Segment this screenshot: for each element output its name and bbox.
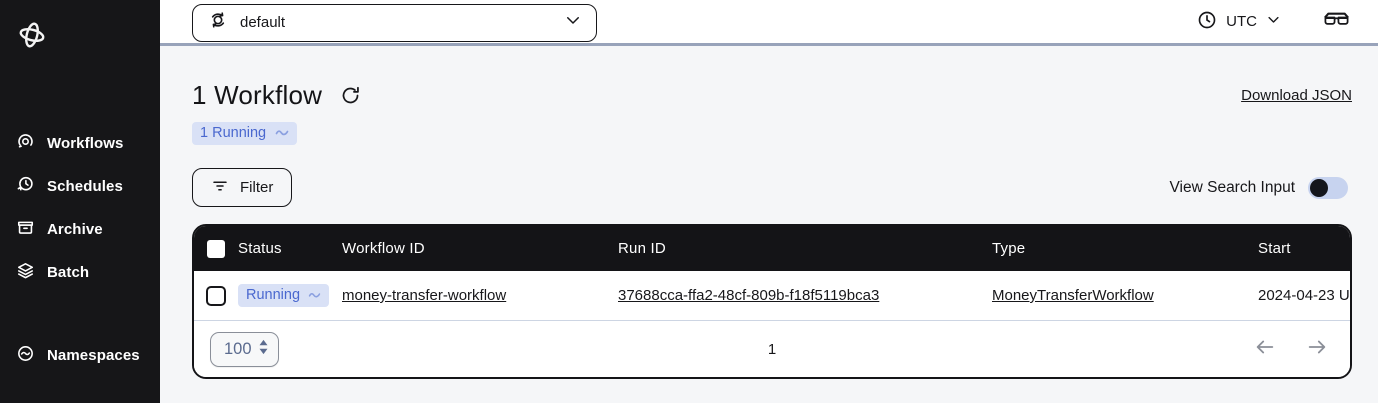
namespace-select-value: default <box>240 14 286 31</box>
sidebar-item-label: Workflows <box>47 135 124 152</box>
namespace-select[interactable]: default <box>192 3 597 42</box>
clock-icon <box>1197 10 1217 34</box>
filter-icon <box>211 177 229 199</box>
timezone-picker[interactable]: UTC <box>1197 10 1281 34</box>
sidebar-item-label: Schedules <box>47 178 123 195</box>
chevron-down-icon <box>1266 12 1281 31</box>
filter-button-label: Filter <box>240 179 274 196</box>
column-header-status: Status <box>238 240 282 257</box>
run-id-link[interactable]: 37688cca-ffa2-48cf-809b-f18f5119bca3 <box>618 287 880 304</box>
spinner-arrows-icon <box>258 339 269 360</box>
table-row: Running money-transfer-workflow 3768 <box>194 271 1350 321</box>
page-title: 1 Workflow <box>192 80 323 110</box>
chevron-down-icon <box>564 11 582 34</box>
running-count-badge[interactable]: 1 Running <box>192 122 298 145</box>
labs-mode-button[interactable] <box>1323 8 1350 35</box>
page-size-value: 100 <box>224 339 252 358</box>
sidebar-bottom-nav: Namespaces <box>0 334 160 377</box>
column-header-workflow-id: Workflow ID <box>342 240 425 257</box>
batch-icon <box>16 261 35 284</box>
status-badge: Running <box>238 284 330 307</box>
workflows-table: Status Workflow ID Run ID Type Start Run… <box>192 224 1352 379</box>
filter-button[interactable]: Filter <box>192 168 293 207</box>
column-header-start: Start <box>1258 240 1291 257</box>
sidebar: Workflows Schedules <box>0 0 160 403</box>
view-search-input-toggle[interactable] <box>1308 176 1348 199</box>
namespace-switcher-icon <box>207 9 229 36</box>
top-bar: default UTC <box>160 0 1378 46</box>
current-page-indicator: 1 <box>767 340 777 358</box>
row-checkbox[interactable] <box>206 285 226 306</box>
column-header-run-id: Run ID <box>618 240 666 257</box>
previous-page-arrow-icon[interactable] <box>1254 336 1276 363</box>
sidebar-item-archive[interactable]: Archive <box>0 208 160 251</box>
download-json-link[interactable]: Download JSON <box>1241 87 1352 104</box>
table-pagination: 100 1 <box>194 321 1350 377</box>
sidebar-item-label: Archive <box>47 221 103 238</box>
timezone-label: UTC <box>1226 13 1257 30</box>
toggle-knob <box>1310 178 1328 197</box>
sidebar-item-schedules[interactable]: Schedules <box>0 165 160 208</box>
page-size-select[interactable]: 100 <box>210 331 279 367</box>
schedules-icon <box>16 175 35 198</box>
sidebar-item-namespaces[interactable]: Namespaces <box>0 334 160 377</box>
table-header-row: Status Workflow ID Run ID Type Start <box>194 226 1350 271</box>
next-page-arrow-icon[interactable] <box>1306 336 1328 363</box>
workflows-page: 1 Workflow Download JSON 1 Running <box>160 46 1378 403</box>
temporal-logo[interactable] <box>0 14 160 62</box>
workflows-icon <box>16 132 35 155</box>
view-search-input-label: View Search Input <box>1169 178 1295 196</box>
archive-icon <box>16 218 35 241</box>
sidebar-item-label: Batch <box>47 264 90 281</box>
start-time-cell: 2024-04-23 U <box>1258 287 1350 304</box>
sidebar-item-label: Namespaces <box>47 347 140 364</box>
refresh-button[interactable] <box>340 85 361 106</box>
namespaces-icon <box>16 344 35 367</box>
pulse-icon <box>308 287 321 303</box>
sidebar-item-batch[interactable]: Batch <box>0 251 160 294</box>
glasses-icon <box>1323 8 1350 35</box>
column-header-type: Type <box>992 240 1026 257</box>
workflow-type-link[interactable]: MoneyTransferWorkflow <box>992 287 1154 304</box>
sidebar-nav: Workflows Schedules <box>0 122 160 294</box>
status-label: Running <box>246 287 301 303</box>
select-all-checkbox[interactable] <box>207 239 225 258</box>
workflow-id-link[interactable]: money-transfer-workflow <box>342 287 507 304</box>
sidebar-item-workflows[interactable]: Workflows <box>0 122 160 165</box>
pulse-icon <box>275 125 289 141</box>
running-count-label: 1 Running <box>200 125 267 141</box>
